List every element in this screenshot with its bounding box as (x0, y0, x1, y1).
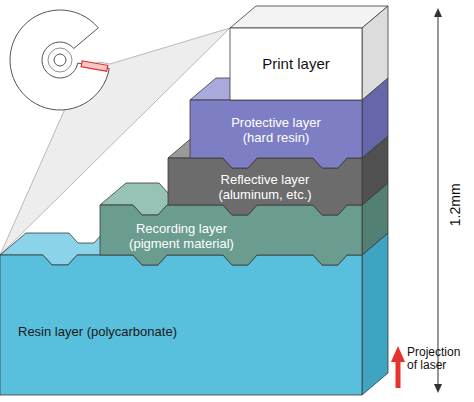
laser-arrow (391, 346, 405, 388)
layer-side-face (362, 233, 388, 395)
laser-note: Projection of laser (407, 346, 469, 373)
layer-label: Protective layer (hard resin) (216, 116, 336, 145)
dimension-arrowhead (434, 8, 442, 17)
layer-side-face (362, 6, 388, 100)
layer-front-face (0, 255, 362, 395)
layer-block: Reflective layer (aluminum, etc.) (168, 158, 362, 205)
layer-top-face (230, 6, 388, 28)
layer-label: Print layer (236, 56, 356, 73)
layer-block: Resin layer (polycarbonate) (0, 255, 362, 395)
disc-outline (10, 10, 109, 110)
layer-front-face (230, 28, 362, 100)
dimension-line (438, 14, 439, 387)
layer-label: Resin layer (polycarbonate) (18, 325, 278, 340)
disc-hole (54, 54, 66, 66)
disc-inset (10, 10, 109, 110)
layer-block: Print layer (230, 28, 362, 100)
layer-block: Recording layer (pigment material) (100, 205, 362, 255)
layer-stack (0, 6, 388, 395)
dimension-arrowhead (434, 384, 442, 393)
thickness-dimension (434, 8, 442, 393)
layer-label: Reflective layer (aluminum, etc.) (203, 173, 328, 202)
zoom-marker (81, 61, 108, 71)
disc-inner-ring (48, 48, 72, 72)
layer-label: Recording layer (pigment material) (114, 222, 249, 251)
thickness-dimension-label: 1.2mm (447, 184, 463, 227)
layer-front-face (190, 100, 362, 168)
layer-block: Protective layer (hard resin) (190, 100, 362, 158)
